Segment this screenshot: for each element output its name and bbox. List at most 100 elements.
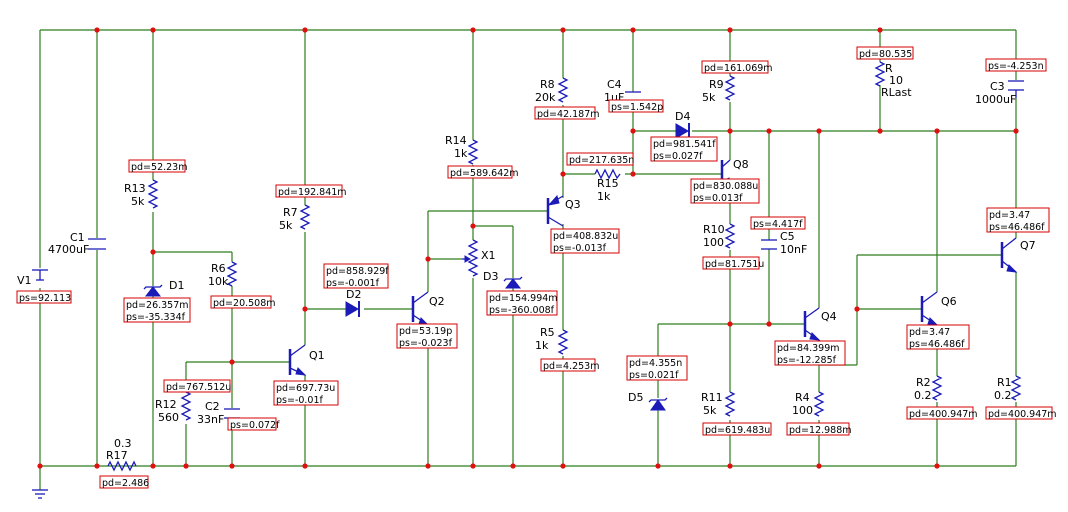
tag-d5-line2: ps=0.021f — [629, 370, 679, 381]
transistor-q7 — [1000, 237, 1018, 273]
label-r5-name: R5 — [540, 326, 555, 339]
label-r8-value: 20k — [535, 91, 556, 104]
transistor-q2 — [411, 291, 430, 326]
label-r1-name: R1 — [997, 376, 1012, 389]
label-r4-value: 100 — [792, 404, 813, 417]
tag-r12: pd=767.512u — [163, 379, 231, 393]
component-labels: V1 C1 4700uF 0.3 R17 R13 5k D1 R6 10k R1… — [17, 62, 1036, 462]
tag-q2-line2: ps=-0.023f — [399, 338, 453, 349]
label-r-name: R — [885, 62, 893, 75]
tag-c5-line1: ps=4.417f — [753, 219, 803, 230]
label-q7-name: Q7 — [1020, 239, 1036, 252]
label-q8-name: Q8 — [733, 158, 749, 171]
label-c2-value: 33nF — [197, 413, 224, 426]
label-r6-value: 10k — [208, 275, 229, 288]
tag-v1-line1: ps=92.113 — [19, 293, 71, 304]
label-r12-value: 560 — [158, 411, 179, 424]
tag-r7-line1: pd=192.841m — [278, 187, 347, 198]
label-q6-name: Q6 — [941, 295, 957, 308]
tag-r2-line1: pd=400.947m — [909, 409, 978, 420]
label-r4-name: R4 — [795, 391, 810, 404]
label-v1-name: V1 — [17, 274, 32, 287]
tag-r11: pd=619.483u — [702, 422, 772, 436]
resistor-r17 — [107, 460, 137, 472]
label-q4-name: Q4 — [821, 310, 837, 323]
resistor-r2 — [931, 375, 943, 401]
resistor-r7 — [299, 204, 311, 230]
tag-r9-line1: pd=161.069m — [704, 63, 773, 74]
tag-r10-line1: pd=81.751u — [705, 259, 764, 270]
devices — [32, 61, 1024, 499]
label-r13-value: 5k — [131, 195, 145, 208]
tag-r13: pd=52.23m — [128, 159, 187, 173]
tag-d5-line1: pd=4.355n — [629, 358, 682, 369]
tag-d3-line1: pd=154.994m — [489, 293, 558, 304]
tag-q6-line2: ps=46.486f — [909, 339, 965, 350]
tag-c5: ps=4.417f — [750, 216, 806, 230]
label-c1-name: C1 — [70, 231, 85, 244]
zener-diode-d5 — [648, 397, 668, 411]
diode-d2 — [345, 301, 360, 317]
tag-r2: pd=400.947m — [906, 406, 978, 420]
label-r-value: 10 — [889, 74, 903, 87]
label-r6-name: R6 — [211, 262, 226, 275]
label-r11-value: 5k — [703, 404, 717, 417]
label-d5-name: D5 — [628, 391, 643, 404]
label-r8-name: R8 — [540, 78, 555, 91]
tag-q3-line2: ps=-0.013f — [553, 243, 607, 254]
tag-d2-line2: ps=-0.001f — [326, 278, 380, 289]
label-r12-name: R12 — [155, 398, 177, 411]
tag-q4-line2: ps=-12.285f — [777, 355, 837, 366]
tag-r14-line1: pd=589.642m — [450, 168, 519, 179]
tag-r5: pd=4.253m — [540, 358, 599, 372]
battery-v1 — [32, 269, 48, 281]
tag-c4: ps=1.542p — [608, 99, 664, 113]
label-r14-name: R14 — [445, 134, 467, 147]
resistor-r14 — [467, 139, 479, 165]
transistor-q4 — [803, 307, 821, 341]
tag-c4-line1: ps=1.542p — [611, 102, 663, 113]
label-c1-value: 4700uF — [48, 243, 89, 256]
resistor-r1 — [1010, 375, 1022, 401]
tag-r6-line1: pd=20.508m — [213, 298, 276, 309]
label-r15-value: 1k — [597, 190, 611, 203]
label-r13-name: R13 — [124, 182, 146, 195]
label-d1-name: D1 — [169, 279, 184, 292]
label-r9-name: R9 — [709, 78, 724, 91]
resistor-r4 — [813, 391, 825, 417]
resistor-r9 — [724, 75, 736, 101]
tag-r8-line1: pd=42.187m — [537, 109, 600, 120]
tag-d1-line1: pd=26.357m — [126, 300, 189, 311]
tag-r: pd=80.535 — [856, 46, 914, 60]
zener-diode-d1 — [143, 284, 163, 297]
label-c4-name: C4 — [607, 78, 622, 91]
resistor-r6 — [226, 261, 238, 287]
label-r17-value: 0.3 — [114, 437, 132, 450]
tag-r6: pd=20.508m — [210, 295, 276, 309]
label-q3-name: Q3 — [565, 198, 581, 211]
tag-v1: ps=92.113 — [16, 290, 72, 304]
tag-r15: pd=217.635n — [566, 152, 634, 166]
label-c5-value: 10nF — [780, 243, 807, 256]
resistor-r — [874, 61, 886, 87]
label-x1-name: X1 — [481, 249, 496, 262]
tag-d2-line1: pd=858.929f — [326, 266, 389, 277]
tag-r4-line1: pd=12.988m — [789, 425, 852, 436]
tag-q8-line1: pd=830.088u — [693, 181, 758, 192]
label-c2-name: C2 — [205, 400, 220, 413]
tag-q3-line1: pd=408.832u — [553, 231, 618, 242]
simulation-tags: ps=92.113 pd=2.486 pd=52.23m pd=26.357mp… — [16, 46, 1057, 489]
label-r2-value: 0.2 — [914, 389, 932, 402]
tag-r8: pd=42.187m — [534, 106, 600, 120]
tag-d4-line1: pd=981.541f — [653, 139, 716, 150]
tag-q4-line1: pd=84.399m — [777, 343, 840, 354]
tag-r12-line1: pd=767.512u — [166, 382, 231, 393]
label-r7-value: 5k — [279, 219, 293, 232]
